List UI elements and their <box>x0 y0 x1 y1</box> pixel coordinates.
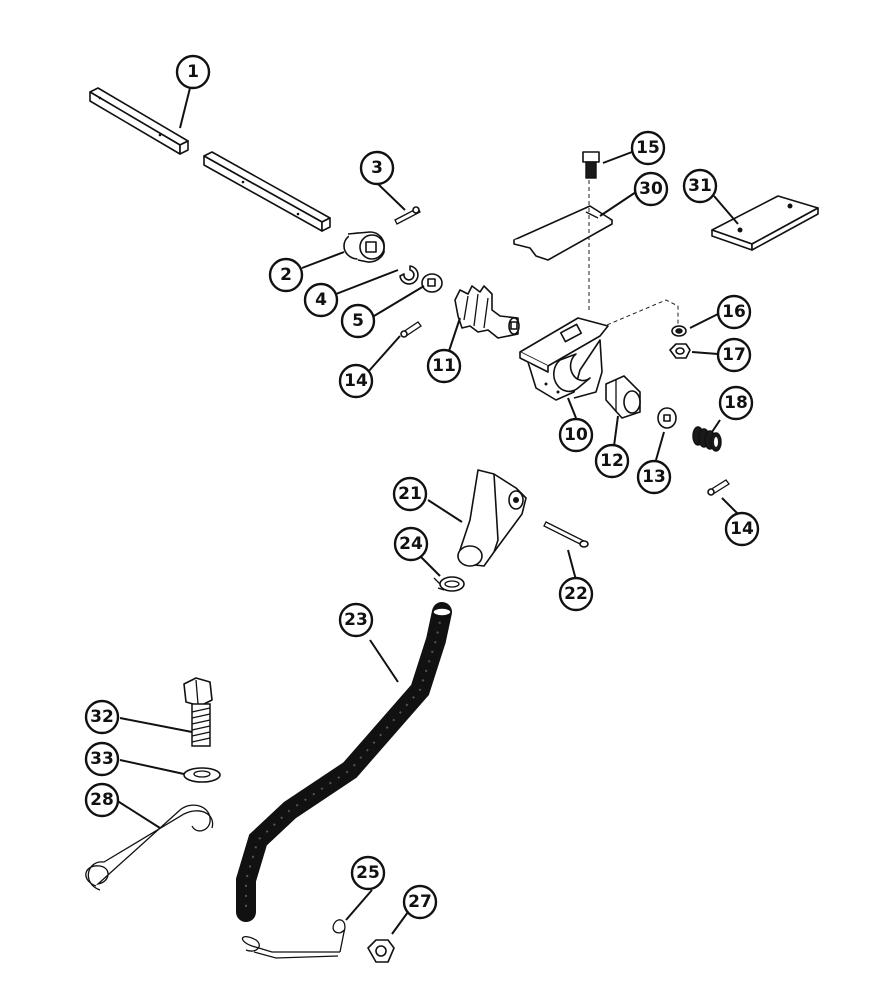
cotter-pin-part-14b <box>707 479 730 496</box>
wire-clip-part-28 <box>85 804 214 891</box>
svg-text:21: 21 <box>398 484 422 504</box>
callout-14-upper: 14 <box>338 363 374 399</box>
svg-text:30: 30 <box>639 179 663 199</box>
callout-27: 27 <box>402 884 438 920</box>
callout-18: 18 <box>718 385 754 421</box>
svg-text:23: 23 <box>344 610 368 630</box>
spring-part-18 <box>692 426 722 452</box>
spring-clip-part-25 <box>241 919 346 959</box>
svg-text:32: 32 <box>90 707 114 727</box>
nut-part-27 <box>367 939 395 963</box>
svg-text:24: 24 <box>399 534 423 554</box>
callout-30: 30 <box>633 171 669 207</box>
svg-text:22: 22 <box>564 584 588 604</box>
hub-part-2 <box>343 231 385 263</box>
callout-23: 23 <box>338 602 374 638</box>
cotter-pin-part-3 <box>394 206 421 225</box>
callout-24: 24 <box>393 526 429 562</box>
hose-part-23 <box>236 602 452 922</box>
svg-text:12: 12 <box>600 451 624 471</box>
plate-part-31 <box>711 195 819 251</box>
pinion-gear-part-11 <box>454 285 520 339</box>
washer-part-5 <box>421 273 443 293</box>
hex-bolt-part-32 <box>183 677 213 747</box>
callout-33: 33 <box>84 741 120 777</box>
svg-text:28: 28 <box>90 790 114 810</box>
callout-16: 16 <box>716 294 752 330</box>
callout-11: 11 <box>426 348 462 384</box>
svg-text:15: 15 <box>636 138 660 158</box>
bracket-part-10 <box>519 317 609 401</box>
washer-part-13 <box>657 407 677 429</box>
callout-2: 2 <box>268 257 304 293</box>
callout-3: 3 <box>359 150 395 186</box>
svg-text:5: 5 <box>352 311 364 331</box>
cotter-pin-part-22 <box>543 521 589 548</box>
svg-text:27: 27 <box>408 892 432 912</box>
callout-17: 17 <box>716 337 752 373</box>
callout-28: 28 <box>84 782 120 818</box>
svg-text:13: 13 <box>642 467 666 487</box>
svg-text:1: 1 <box>187 62 199 82</box>
svg-text:33: 33 <box>90 749 114 769</box>
svg-text:16: 16 <box>722 302 746 322</box>
svg-text:31: 31 <box>688 176 712 196</box>
svg-text:17: 17 <box>722 345 746 365</box>
callout-32: 32 <box>84 699 120 735</box>
leader-lines <box>115 87 739 935</box>
svg-text:18: 18 <box>724 393 748 413</box>
svg-text:4: 4 <box>315 290 327 310</box>
washer-part-33 <box>183 767 221 783</box>
callout-25: 25 <box>350 855 386 891</box>
bushing-part-12 <box>605 375 641 419</box>
svg-text:10: 10 <box>564 425 588 445</box>
callout-10: 10 <box>558 417 594 453</box>
nut-part-17 <box>669 343 691 359</box>
svg-text:25: 25 <box>356 863 380 883</box>
callout-1: 1 <box>175 54 211 90</box>
callout-21: 21 <box>392 476 428 512</box>
callout-14-lower: 14 <box>724 511 760 547</box>
e-clip-part-4 <box>399 265 419 285</box>
alignment-lines <box>561 180 679 345</box>
callout-12: 12 <box>594 443 630 479</box>
callout-15: 15 <box>630 130 666 166</box>
shaft-bar-part-1 <box>89 87 331 232</box>
hose-clamp-part-24 <box>433 576 465 592</box>
svg-text:11: 11 <box>432 356 456 376</box>
svg-text:14: 14 <box>730 519 754 539</box>
svg-text:14: 14 <box>344 371 368 391</box>
callout-31: 31 <box>682 168 718 204</box>
callout-5: 5 <box>340 303 376 339</box>
svg-text:3: 3 <box>371 158 383 178</box>
slotted-plate-part-30 <box>513 205 613 261</box>
lever-arm-part-21 <box>457 469 527 567</box>
svg-text:2: 2 <box>280 265 292 285</box>
callout-22: 22 <box>558 576 594 612</box>
cotter-pin-part-14a <box>400 321 422 338</box>
bolt-part-15 <box>582 151 600 179</box>
lock-washer-part-16 <box>671 325 687 337</box>
callout-4: 4 <box>303 282 339 318</box>
callout-13: 13 <box>636 459 672 495</box>
